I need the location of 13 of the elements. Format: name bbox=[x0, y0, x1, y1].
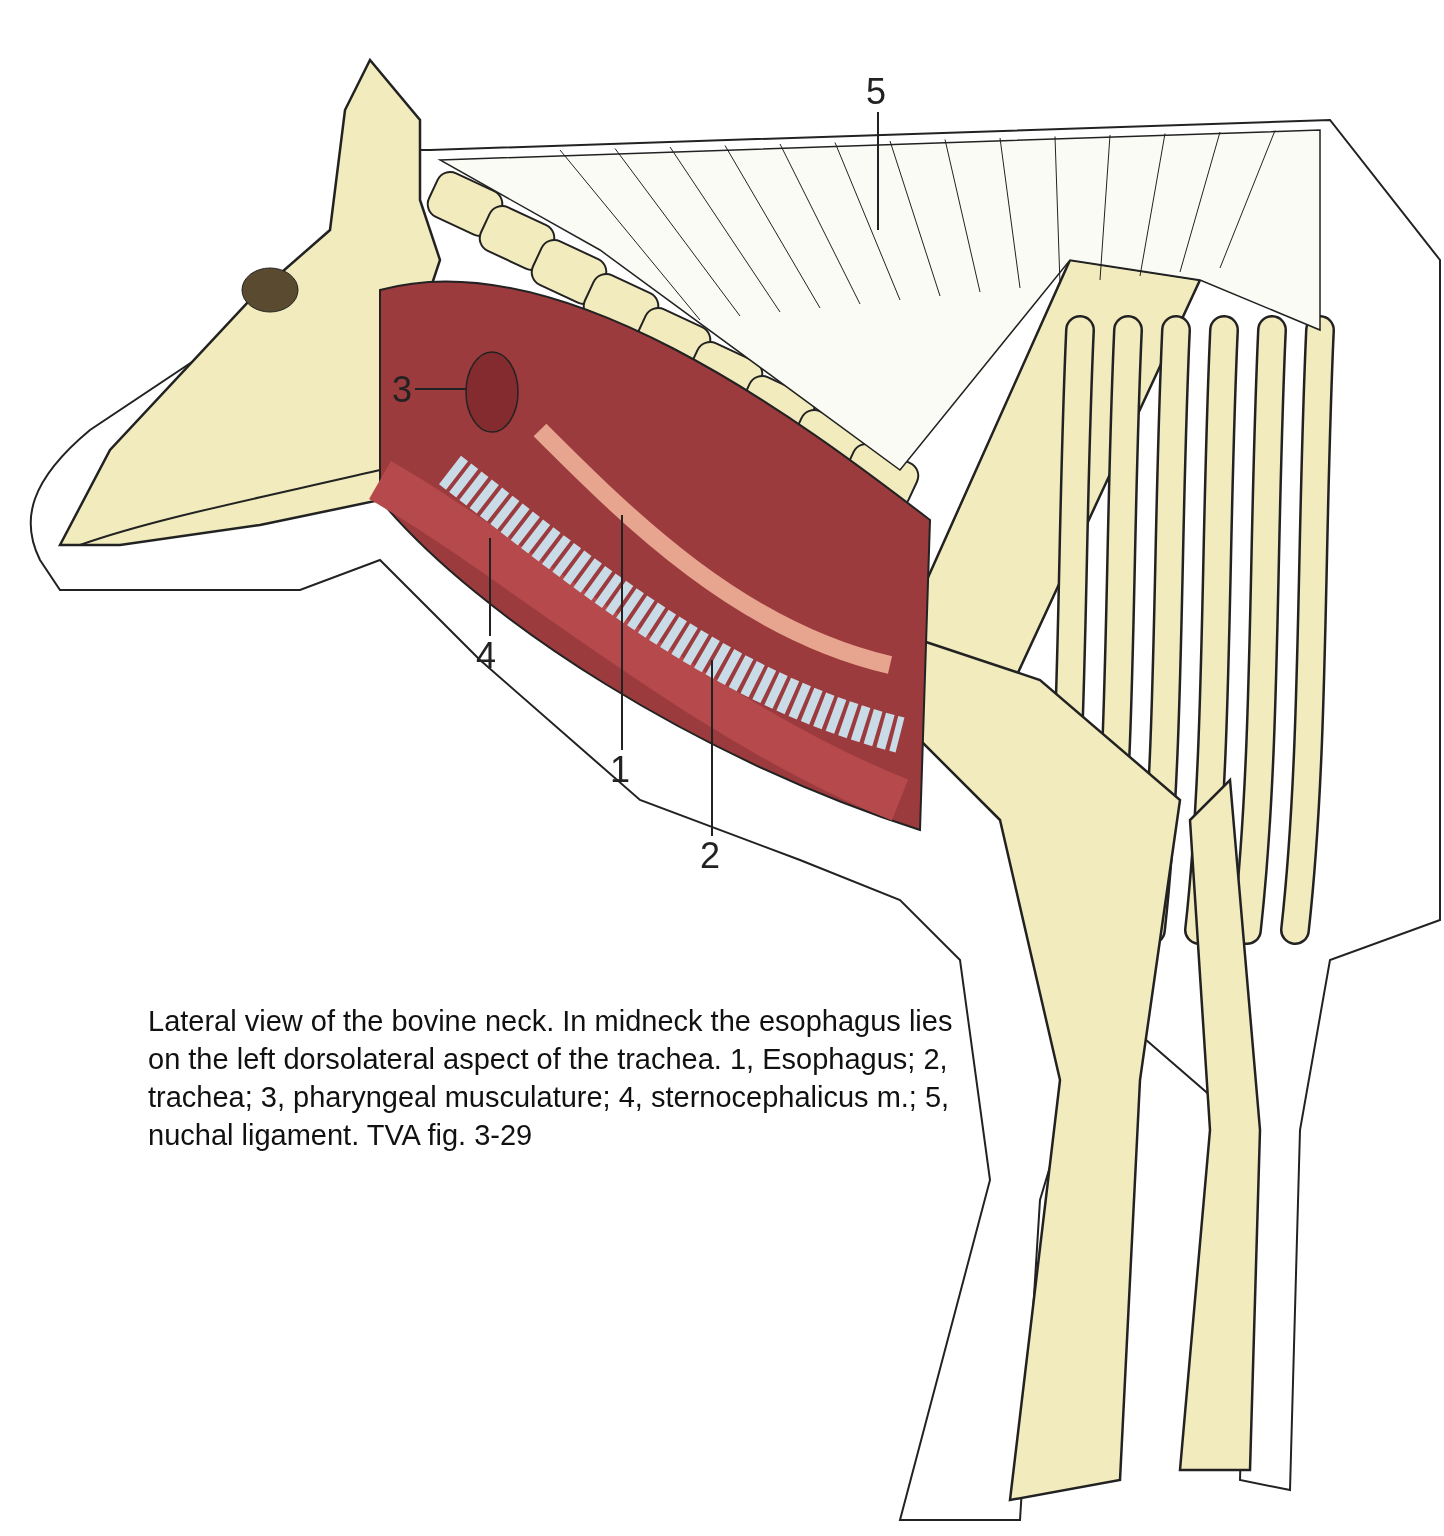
sternocephalicus-muscle bbox=[368, 461, 909, 821]
callout-number: 5 bbox=[866, 74, 887, 110]
pharyngeal-musculature bbox=[465, 351, 519, 433]
esophagus bbox=[533, 423, 893, 674]
figure-caption: Lateral view of the bovine neck. In midneck the esophagus lies on the left dorsolateral aspect of the trachea. 1, Esophagus; 2, trachea; 3, pharyngeal musculature; 4, sternocephalicus m.; 5, nuchal ligament. TVA fig. 3-29 bbox=[148, 1004, 954, 1153]
leader-line bbox=[414, 388, 467, 390]
nuchal-ligament bbox=[437, 129, 1321, 472]
leader-line bbox=[877, 111, 879, 231]
leader-line bbox=[711, 659, 713, 837]
callout-number: 2 bbox=[700, 838, 721, 874]
leader-line bbox=[489, 537, 491, 637]
callout-number: 1 bbox=[610, 752, 631, 788]
callout-number: 3 bbox=[392, 372, 413, 408]
